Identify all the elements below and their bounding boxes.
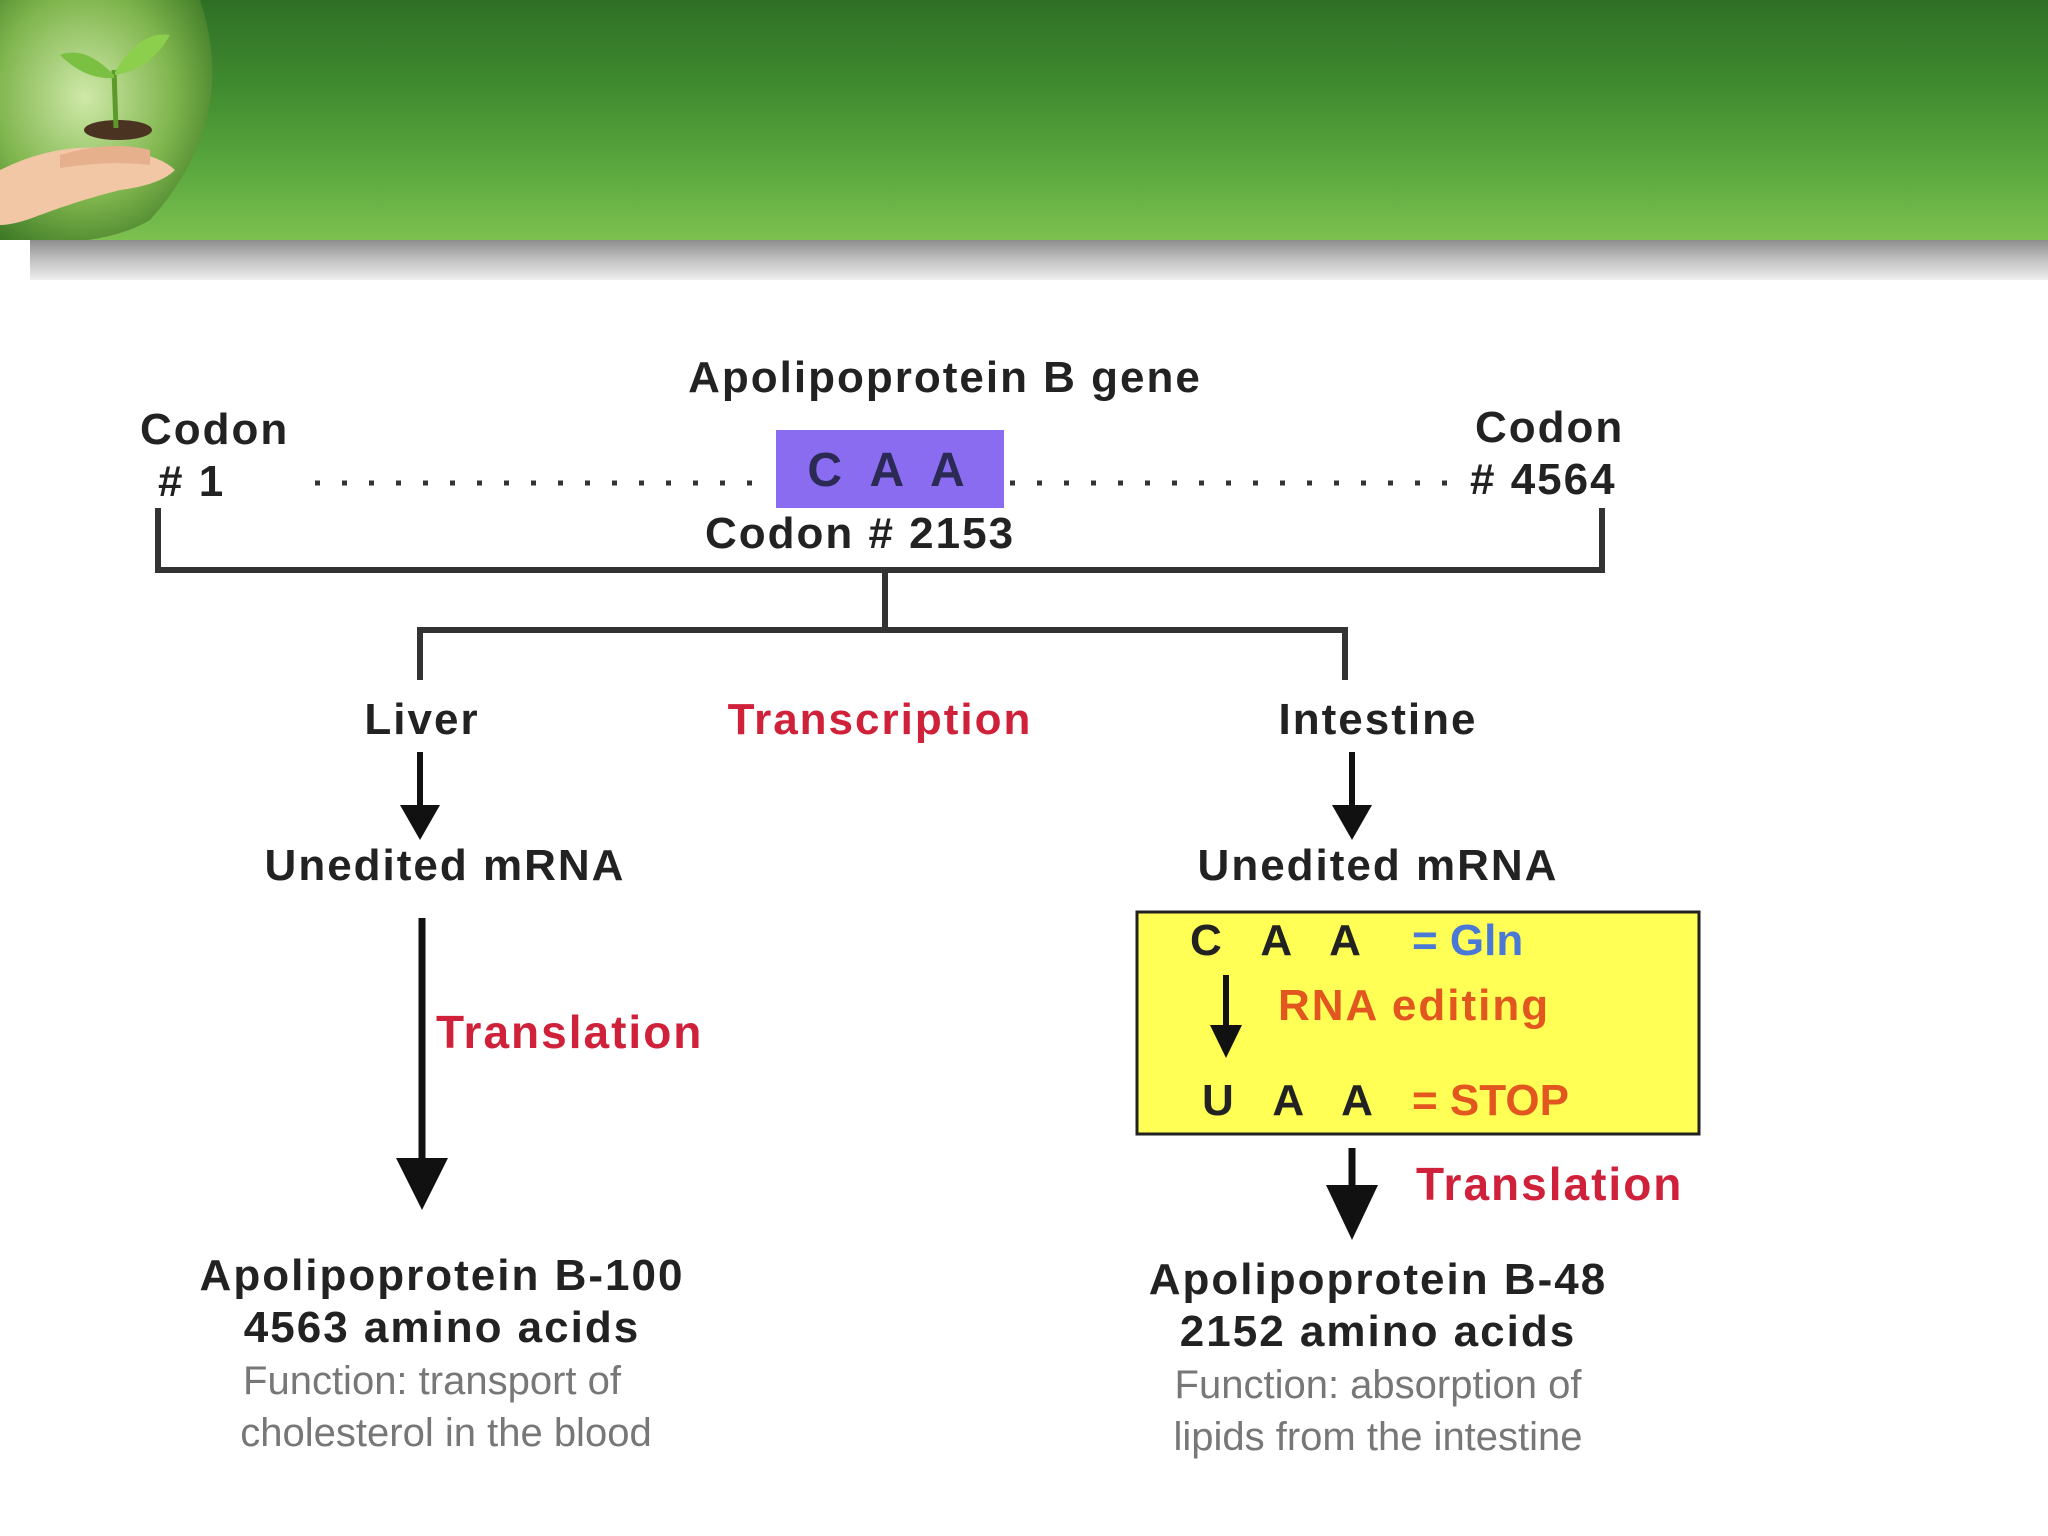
seedling-in-hand-icon bbox=[0, 0, 213, 240]
edit-before-codon: C A A bbox=[1190, 916, 1375, 965]
right-translation-arrowhead bbox=[1326, 1185, 1378, 1240]
right-function-line2: lipids from the intestine bbox=[1173, 1415, 1582, 1459]
liver-arrowhead bbox=[400, 805, 440, 840]
intestine-arrowhead bbox=[1332, 805, 1372, 840]
right-translation-label: Translation bbox=[1416, 1158, 1683, 1210]
tissue-intestine: Intestine bbox=[1279, 695, 1478, 744]
codon-middle-label: Codon # 2153 bbox=[705, 509, 1015, 558]
right-amino-acids: 2152 amino acids bbox=[1180, 1307, 1576, 1356]
left-mrna-label: Unedited mRNA bbox=[265, 841, 626, 890]
left-function-line2: cholesterol in the blood bbox=[240, 1411, 651, 1455]
rna-editing-box bbox=[1135, 910, 1701, 1136]
header-banner bbox=[0, 0, 2048, 240]
transcription-label: Transcription bbox=[728, 695, 1033, 744]
right-mrna-label: Unedited mRNA bbox=[1198, 841, 1559, 890]
left-translation-arrowhead bbox=[396, 1158, 448, 1210]
edit-before-meaning: = Gln bbox=[1412, 916, 1523, 965]
left-function-line1: Function: transport of bbox=[243, 1359, 622, 1403]
left-protein-name: Apolipoprotein B-100 bbox=[200, 1251, 685, 1300]
edit-after-codon: U A A bbox=[1202, 1076, 1387, 1125]
left-translation-label: Translation bbox=[436, 1006, 703, 1058]
edit-after-meaning: = STOP bbox=[1412, 1076, 1569, 1125]
codon-end-number: # 4564 bbox=[1470, 455, 1617, 504]
codon-start-number: # 1 bbox=[158, 457, 225, 506]
gene-title: Apolipoprotein B gene bbox=[688, 353, 1202, 402]
header-shadow bbox=[30, 240, 2048, 280]
codon-highlight-text: C A A bbox=[807, 444, 972, 497]
tissue-liver: Liver bbox=[364, 695, 479, 744]
rna-editing-label: RNA editing bbox=[1278, 981, 1550, 1030]
codon-end-label: Codon bbox=[1475, 403, 1624, 452]
codon-highlight-box bbox=[776, 430, 1004, 508]
right-protein-name: Apolipoprotein B-48 bbox=[1149, 1255, 1607, 1304]
codon-start-label: Codon bbox=[140, 405, 289, 454]
edit-arrowhead bbox=[1210, 1025, 1242, 1058]
branch-bar bbox=[417, 627, 1348, 680]
gene-bracket bbox=[155, 508, 1605, 573]
right-function-line1: Function: absorption of bbox=[1175, 1363, 1583, 1407]
left-amino-acids: 4563 amino acids bbox=[244, 1303, 640, 1352]
